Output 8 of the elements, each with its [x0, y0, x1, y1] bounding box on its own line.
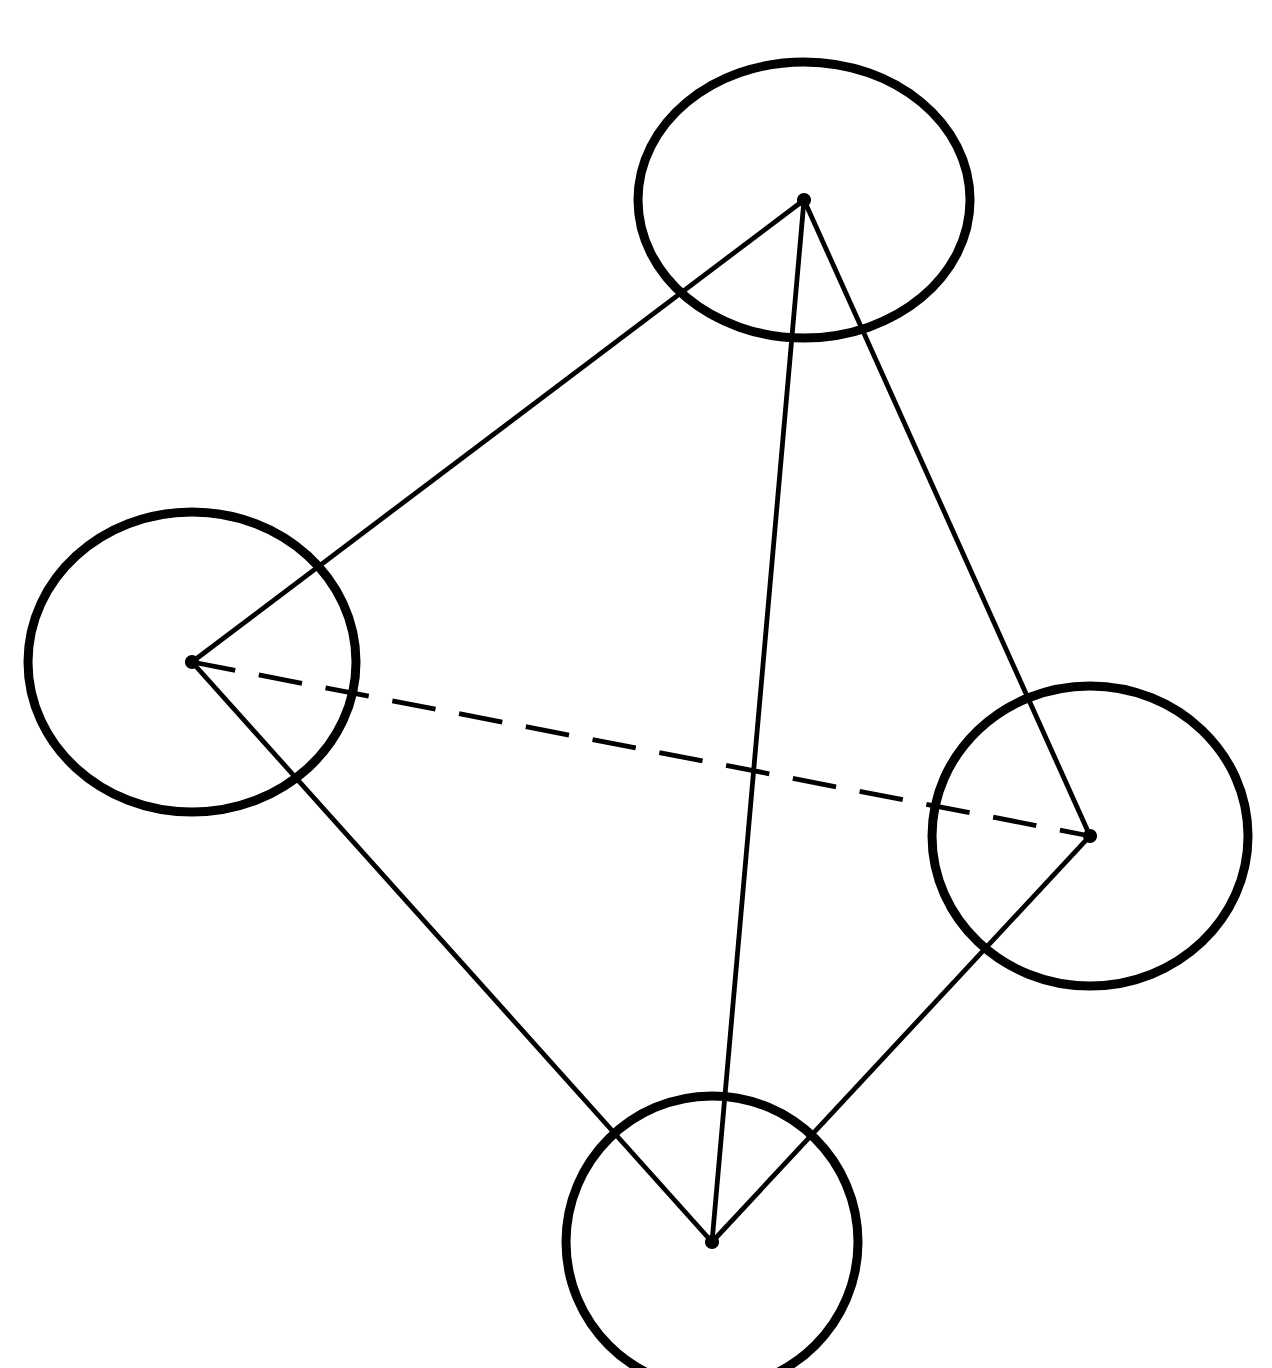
line: [710, 834, 1092, 1244]
sphere-circle: [633, 57, 975, 343]
sphere-circle: [927, 681, 1253, 991]
line: [190, 660, 714, 1244]
sphere-circle: [561, 1091, 863, 1368]
line: [190, 198, 806, 664]
line: [801, 199, 1093, 837]
sphere-circle: [23, 507, 361, 817]
